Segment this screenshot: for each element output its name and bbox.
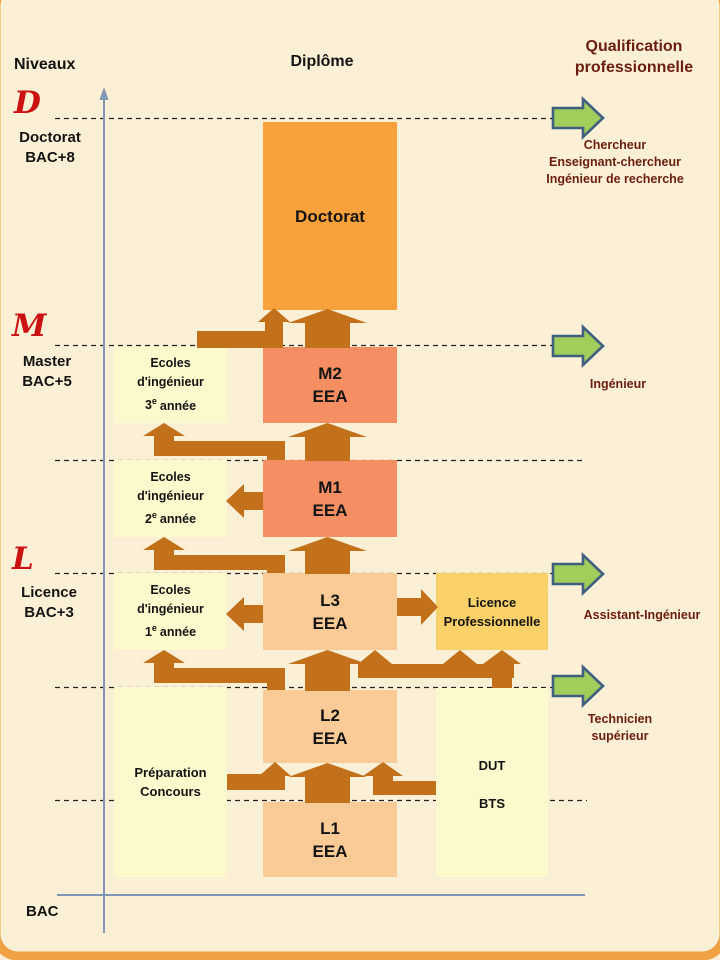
green-arrow-master-icon: [551, 323, 605, 369]
box-doctorat: Doctorat: [263, 122, 397, 310]
qualification-chercheur: Chercheur Enseignant-chercheur Ingénieur…: [546, 138, 684, 186]
ecole-line1: Ecoles: [150, 582, 191, 597]
arrow-prepa-to-l2-icon: [227, 762, 291, 790]
box-l2-eea: L2 EEA: [263, 690, 397, 763]
level-label-doctorat: Doctorat BAC+8: [19, 129, 81, 166]
degree-field: EEA: [312, 500, 348, 520]
box-l1-eea: L1 EEA: [263, 802, 397, 877]
box-preparation-concours: Préparation Concours: [114, 687, 227, 877]
arrow-ecole3-to-doctorat-icon: [197, 308, 290, 348]
ecole-line2: d'ingénieur: [137, 488, 204, 503]
degree-code: M2: [318, 364, 342, 383]
ecole-line2: d'ingénieur: [137, 375, 204, 390]
niveaux-heading: Niveaux: [14, 56, 76, 73]
level-letter-d: D: [14, 85, 41, 121]
box-m1-eea: M1 EEA: [263, 460, 397, 537]
box-licence-professionnelle: Licence Professionnelle: [436, 573, 548, 650]
arrow-right-l3-to-licencepro-icon: [397, 589, 438, 625]
qualification-assistant-ingenieur: Assistant-Ingénieur: [583, 608, 701, 622]
degree-field: EEA: [312, 387, 348, 406]
degree-code: L1: [320, 818, 340, 838]
degree-field: EEA: [312, 841, 348, 861]
degree-code: M1: [318, 477, 342, 497]
arrow-up-m1-to-m2-icon: [288, 423, 367, 461]
degree-field: EEA: [312, 728, 348, 748]
arrow-dutbts-to-l2-icon: [363, 762, 436, 795]
degree-code: L3: [320, 590, 340, 610]
arrow-m1-to-ecole3-icon: [143, 423, 285, 460]
qualification-ingenieur: Ingénieur: [589, 377, 647, 391]
box-l3-eea: L3 EEA: [263, 573, 397, 650]
level-letter-l: L: [12, 541, 34, 577]
degree-field: EEA: [312, 613, 348, 633]
green-arrow-technicien-icon: [551, 663, 605, 709]
arrow-up-m2-to-doctorat-icon: [288, 309, 367, 348]
arrow-dutbts-to-l3-licencepro-icon: [358, 650, 521, 688]
ecole-line2: d'ingénieur: [137, 601, 204, 616]
arrow-up-l2-to-l3-icon: [288, 650, 367, 691]
qualification-heading: Qualification professionnelle: [574, 38, 694, 76]
arrow-left-l3-to-ecole1-icon: [226, 597, 263, 631]
arrow-l2-to-ecole1-icon: [143, 650, 285, 690]
box-doctorat-label: Doctorat: [295, 206, 365, 226]
arrow-up-l3-to-m1-icon: [288, 537, 367, 574]
degree-code: L2: [320, 705, 340, 725]
level-label-master: Master BAC+5: [22, 353, 72, 390]
bac-label: BAC: [26, 903, 59, 920]
arrow-up-l1-to-l2-icon: [288, 763, 367, 803]
arrow-left-m1-to-ecole2-icon: [226, 484, 263, 518]
diplome-heading: Diplôme: [290, 53, 354, 70]
green-arrow-doctorat-icon: [551, 95, 605, 141]
ecole-line1: Ecoles: [150, 356, 191, 371]
green-arrow-licence-icon: [551, 551, 605, 597]
box-dut-bts: DUT BTS: [436, 688, 548, 877]
arrow-l3-to-ecole2-icon: [143, 537, 285, 573]
qualification-technicien-superieur: Technicien supérieur: [587, 712, 653, 743]
dut-label: DUT: [478, 758, 506, 773]
bts-label: BTS: [479, 796, 505, 811]
level-letter-m: M: [12, 308, 47, 344]
ecole-line1: Ecoles: [150, 469, 191, 484]
box-m2-eea: M2 EEA: [263, 347, 397, 423]
level-label-licence: Licence BAC+3: [21, 584, 77, 621]
y-axis-arrowhead-icon: [99, 87, 109, 100]
